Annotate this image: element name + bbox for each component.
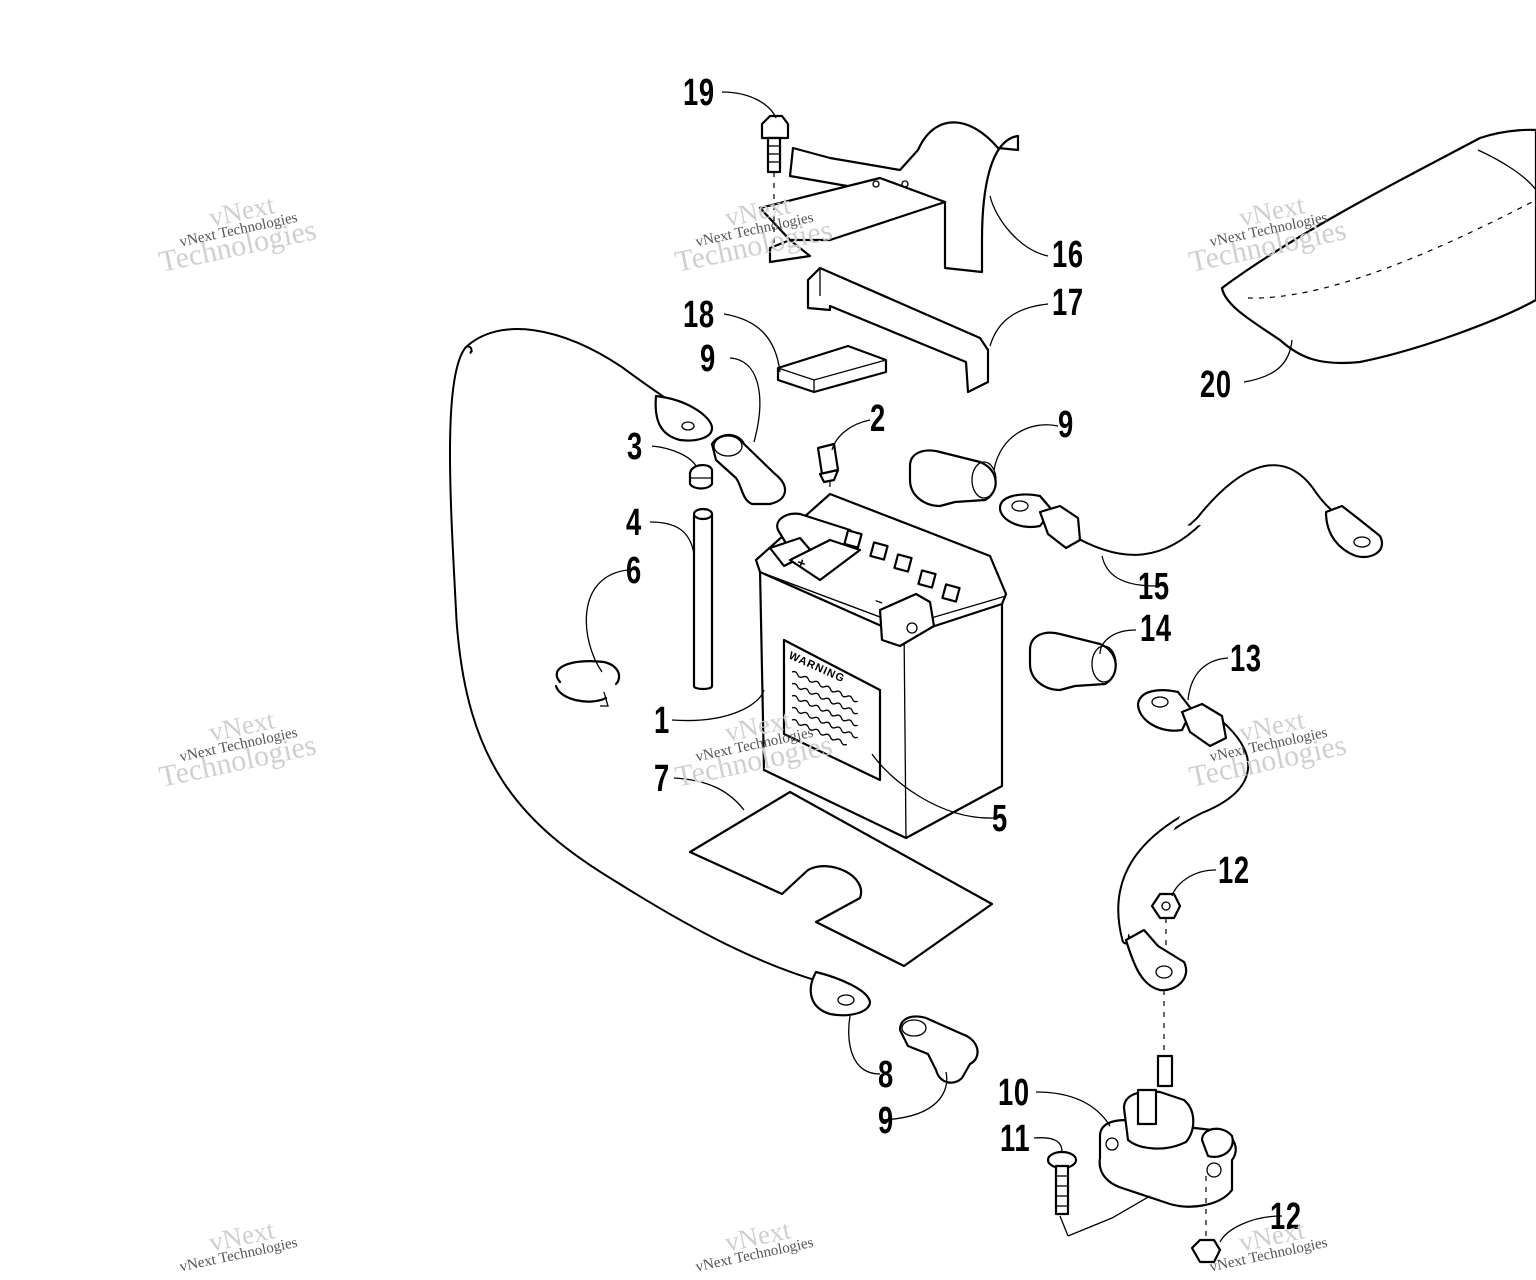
callout-11: 11 (1000, 1118, 1031, 1160)
part-18-pad (776, 344, 888, 394)
callout-9-upper: 9 (700, 338, 716, 380)
callout-15: 15 (1138, 566, 1170, 608)
part-6-ring (554, 660, 621, 707)
part-12-nut-lower (1190, 1176, 1222, 1264)
part-2-fitting (816, 442, 840, 520)
part-9-boot-right (908, 449, 997, 508)
part-16-bracket (758, 121, 1020, 274)
part-4-tube (692, 507, 714, 691)
callout-9-lower: 9 (878, 1100, 894, 1142)
leader-lines (585, 91, 1293, 1243)
part-17-strap (806, 266, 990, 394)
part-19-bolt (760, 114, 790, 246)
part-11-screw (1046, 1150, 1078, 1216)
part-10-solenoid (1098, 1054, 1237, 1208)
part-1-battery: + – WARNING (754, 492, 1008, 840)
callout-14: 14 (1140, 608, 1172, 650)
part-14-boot (1028, 631, 1117, 692)
callout-12-upper: 12 (1218, 850, 1250, 892)
callout-17: 17 (1052, 282, 1084, 324)
callout-8: 8 (878, 1054, 894, 1096)
callout-2: 2 (870, 398, 886, 440)
callout-12-lower: 12 (1270, 1196, 1302, 1238)
part-3-clamp (688, 464, 714, 490)
callout-19: 19 (683, 72, 715, 114)
callout-9-right: 9 (1058, 404, 1074, 446)
part-12-nut-upper (1150, 892, 1182, 950)
part-20-cover (1220, 128, 1536, 365)
callout-7: 7 (654, 758, 670, 800)
callout-10: 10 (998, 1072, 1030, 1114)
callout-4: 4 (626, 502, 642, 544)
part-9-boot-upper (710, 433, 786, 506)
callout-3: 3 (627, 426, 643, 468)
callout-18: 18 (683, 294, 715, 336)
callout-13: 13 (1230, 638, 1262, 680)
part-8-cable (448, 328, 872, 1017)
part-9-boot-lower (898, 1015, 979, 1084)
part-7-mat (688, 790, 994, 968)
part-13-cable (1117, 689, 1250, 1054)
callout-1: 1 (654, 700, 670, 742)
callout-6: 6 (626, 550, 642, 592)
callout-20: 20 (1200, 364, 1232, 406)
callout-5: 5 (992, 798, 1008, 840)
callout-16: 16 (1052, 234, 1084, 276)
part-15-cable (998, 464, 1383, 559)
